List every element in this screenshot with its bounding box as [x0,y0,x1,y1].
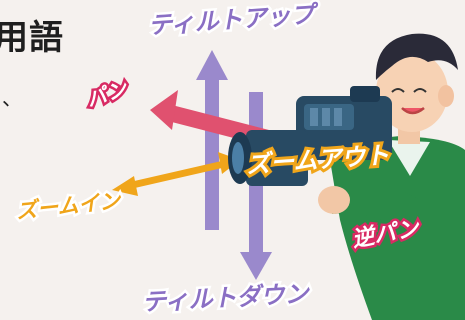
video-camera [228,86,392,186]
page-heading: 用語 [0,18,64,58]
person-illustration [318,33,465,320]
tilt-up-arrow [196,50,228,230]
zoom-arrow [112,152,240,196]
text-fragment: 、 [2,86,22,110]
